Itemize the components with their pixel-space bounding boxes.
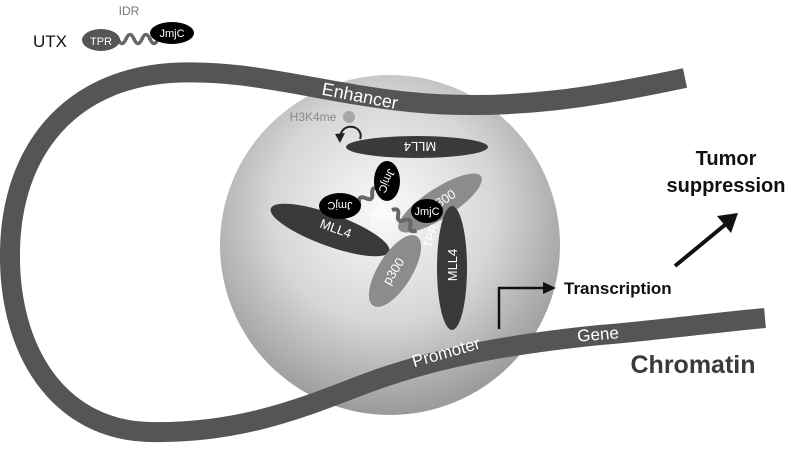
chromatin-title: Chromatin xyxy=(631,351,756,379)
tumor-label-line1: Tumor xyxy=(696,148,757,170)
idr-squiggle-right xyxy=(391,207,418,234)
jmjc-left-label: JmjC xyxy=(327,199,352,211)
chromatin-fiber xyxy=(0,62,766,443)
mll4-right-label: MLL4 xyxy=(445,249,460,282)
mll4-right xyxy=(437,206,467,330)
utx-jmjc-label: JmjC xyxy=(159,28,184,40)
tumor-suppression-arrow xyxy=(673,222,728,268)
gene-label: Gene xyxy=(576,323,619,346)
mll4-top xyxy=(346,136,488,158)
jmjc-right xyxy=(411,199,443,223)
jmjc-top xyxy=(374,161,400,201)
condensate-droplet xyxy=(220,75,560,415)
transcription-arrow xyxy=(497,286,545,329)
mll4-top-label: MLL4 xyxy=(404,139,437,154)
utx-tpr-domain xyxy=(82,29,120,51)
transcription-arrowhead xyxy=(543,282,556,294)
utx-tpr-label: TPR xyxy=(90,36,112,48)
utx-idr-label: IDR xyxy=(119,4,140,18)
mll4-left xyxy=(270,203,390,257)
tpr-left-label: TPR xyxy=(369,210,395,225)
utx-legend: UTX TPR JmjC IDR xyxy=(33,4,194,51)
utx-label: UTX xyxy=(33,32,67,51)
tumor-label-line2: suppression xyxy=(667,175,786,197)
jmjc-right-label: JmjC xyxy=(414,206,439,218)
transcription-label: Transcription xyxy=(564,279,672,298)
h3k4me-mark xyxy=(343,111,355,123)
tumor-suppression-arrowhead xyxy=(717,213,738,233)
p300-lower xyxy=(368,235,422,307)
h3k4me-arrowhead xyxy=(335,133,345,143)
jmjc-left xyxy=(319,193,361,219)
utx-jmjc-domain xyxy=(150,22,194,44)
h3k4me-label: H3K4me xyxy=(290,110,337,124)
